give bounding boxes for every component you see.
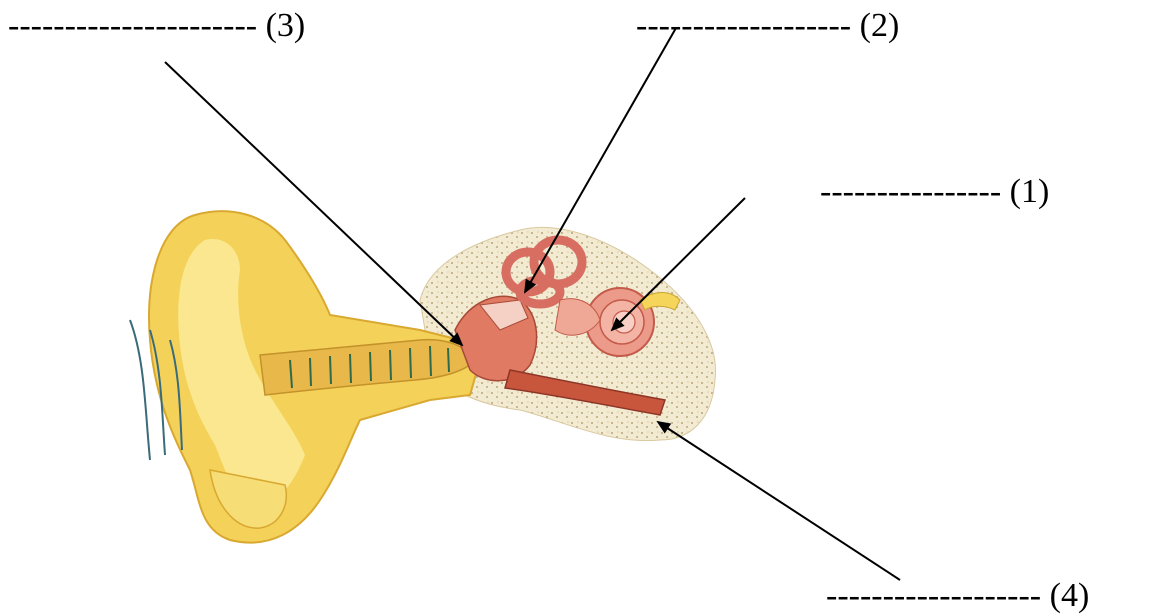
arrow-label-4 xyxy=(658,422,900,580)
